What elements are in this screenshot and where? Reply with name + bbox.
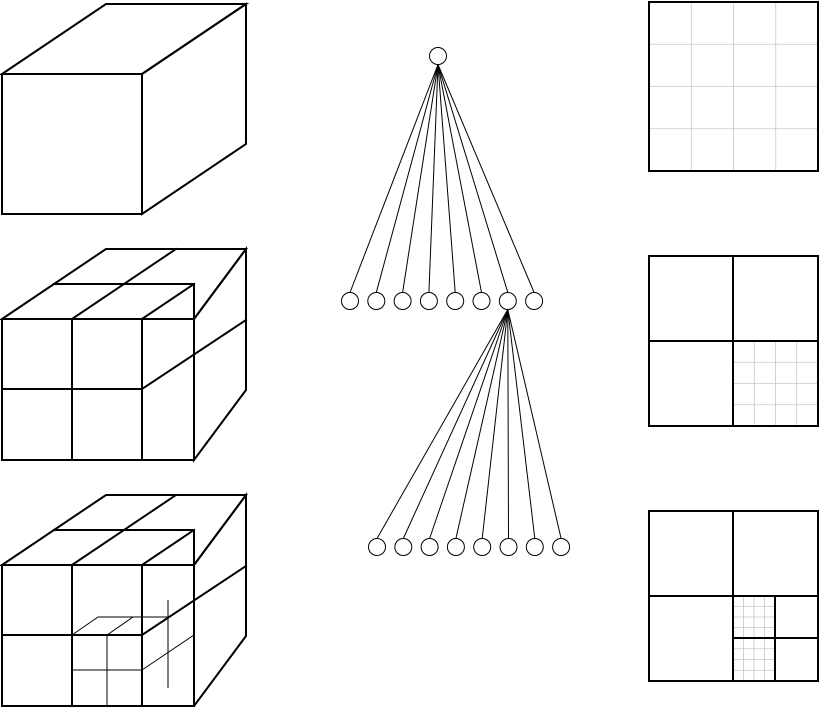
tree-edge [481, 309, 509, 539]
top-inner-edge [140, 528, 196, 567]
top-inner-edge [140, 282, 196, 321]
tree-edge [507, 309, 509, 539]
cube-top-face [0, 3, 250, 75]
tree-leaf-node [525, 538, 544, 556]
panel-level-1 [648, 255, 819, 427]
tree-edge [437, 64, 535, 293]
tree-leaf-node [393, 292, 412, 310]
cube-side-face [193, 491, 247, 707]
tree-leaf-node [552, 538, 571, 556]
top-width-split [70, 493, 178, 567]
tree-edge [507, 309, 562, 539]
tree-edge [455, 309, 509, 539]
cube-level-1 [0, 245, 248, 464]
refined-top-edge [71, 616, 99, 636]
tree-edge [376, 309, 509, 539]
refined-top-width [106, 616, 134, 636]
top-width-split [70, 247, 178, 321]
tree-edge [437, 64, 482, 293]
cube-side-face [193, 245, 247, 464]
refined-side-horizontal [141, 634, 195, 671]
tree-edge [428, 64, 439, 293]
tree-edges-level-1 [349, 64, 535, 293]
fine-grid [733, 341, 818, 426]
refined-octant [71, 600, 195, 706]
tree-leaf-node [472, 292, 491, 310]
tree-edge [349, 64, 439, 293]
tree-edge [437, 64, 456, 293]
tree-edge [375, 64, 439, 293]
tree-leaf-node [419, 292, 438, 310]
cube-level-2 [0, 491, 248, 707]
tree-root-node [429, 47, 447, 65]
fine-grid [649, 2, 818, 171]
tree-leaf-node [499, 538, 518, 556]
tree-leaf-node [394, 538, 413, 556]
tree-edge [402, 309, 509, 539]
fine-grid [733, 596, 775, 681]
tree-leaf-node [446, 292, 465, 310]
tree-leaf-node [368, 538, 386, 556]
tree-edge [429, 309, 509, 539]
tree-edge [437, 64, 509, 293]
tree-edge [507, 309, 536, 539]
side-horizontal-split [140, 318, 248, 391]
side-horizontal-split [140, 564, 248, 637]
panel-border [648, 1, 819, 172]
cube-side-face [141, 2, 247, 216]
cube-level-0 [0, 2, 250, 216]
tree-leaf-node [525, 292, 544, 310]
panel-level-2 [648, 510, 819, 682]
tree-leaf-node [446, 538, 465, 556]
tree-expanded-node [498, 292, 517, 310]
tree-edge [402, 64, 439, 293]
panel-level-0 [648, 1, 819, 172]
tree-leaf-node [367, 292, 386, 310]
cube-front-face [1, 73, 143, 215]
octree-tree [341, 47, 571, 556]
tree-leaf-node [473, 538, 492, 556]
tree-nodes [341, 47, 571, 556]
tree-edges-level-2 [376, 309, 562, 539]
tree-leaf-node [420, 538, 439, 556]
tree-leaf-node [341, 292, 359, 310]
